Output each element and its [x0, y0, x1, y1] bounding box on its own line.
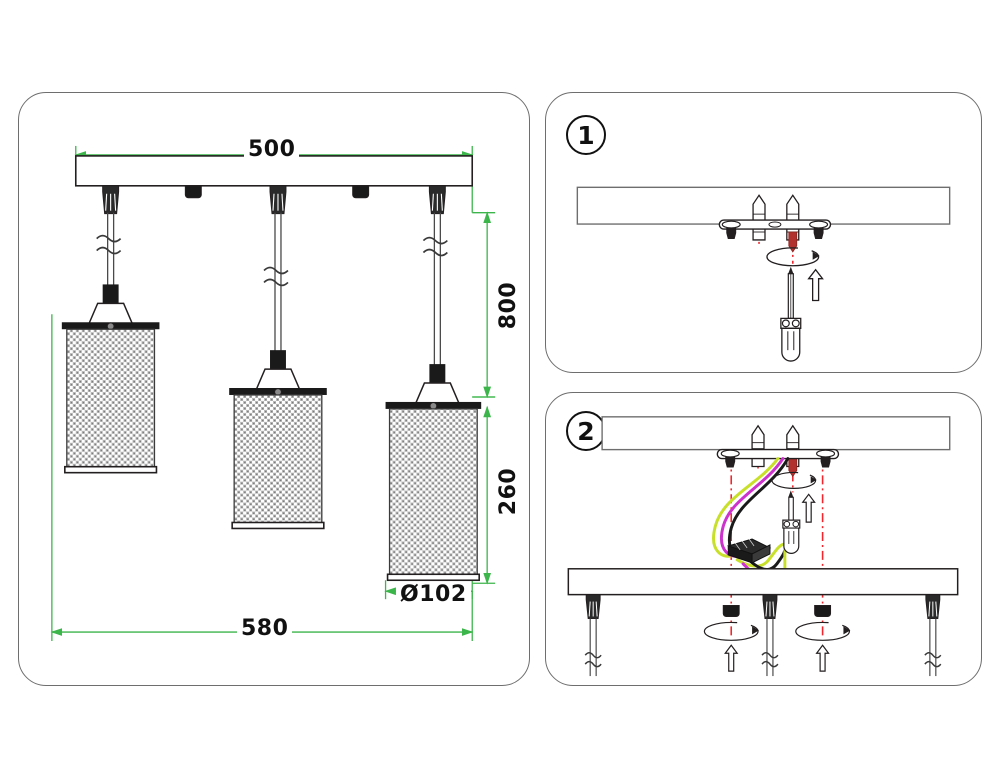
screw: [788, 231, 798, 253]
terminal-block: [726, 538, 772, 564]
mounting-bracket-bar: [718, 219, 832, 239]
bracket-screw-right: [809, 220, 829, 239]
pendant-left: [61, 212, 160, 474]
mount-nuts: [184, 185, 370, 199]
rotation-arrow-left: [703, 621, 760, 641]
screw: [788, 458, 798, 478]
step-2-svg: [567, 416, 959, 677]
up-arrow-left: [724, 644, 739, 672]
thumb-nut-right: [814, 605, 832, 617]
bracket-screw-left: [720, 449, 740, 468]
wire-yellow-green-out: [735, 542, 787, 568]
ceiling-surface: [601, 416, 951, 451]
bracket-screw-right: [816, 449, 836, 468]
dimension-label-260: 260: [496, 463, 522, 520]
screwdriver: [782, 490, 801, 554]
rotation-arrow-right: [795, 621, 851, 641]
rotation-arrow-top: [771, 471, 817, 489]
screwdriver: [780, 266, 802, 362]
rotation-arrow: [766, 247, 820, 267]
step-number-badge-1: 1: [566, 115, 606, 155]
dimension-label-500: 500: [244, 137, 300, 162]
main-drawing-panel: 500 800 260 Ø102 580: [18, 92, 530, 686]
step-1-svg: [576, 186, 951, 362]
wire-yellow-green: [712, 457, 780, 558]
up-arrow-top: [801, 493, 816, 523]
cable-break-symbol: [96, 234, 122, 255]
pendant-middle: [229, 212, 327, 530]
step-2-panel: 2: [545, 392, 982, 686]
wall-anchor-left: [751, 424, 765, 468]
pendant-right: [385, 212, 482, 582]
canopy-plate: [567, 568, 959, 596]
wall-anchor-left: [752, 194, 766, 241]
cable-break-symbol: [422, 236, 448, 257]
up-arrow: [807, 268, 824, 302]
main-drawing-svg: [50, 145, 496, 642]
up-arrow-right: [815, 644, 830, 672]
dimension-label-580: 580: [237, 616, 293, 641]
canopy-cable-grips: [584, 594, 942, 677]
dimension-label-diameter: Ø102: [396, 582, 471, 607]
mounting-bracket-bar: [716, 448, 840, 468]
bracket-screw-left: [721, 220, 741, 239]
dimension-label-800: 800: [496, 277, 522, 334]
step-1-panel: 1: [545, 92, 982, 373]
thumb-nut-left: [722, 605, 740, 617]
cable-grips: [102, 185, 446, 215]
cable-break-symbol: [263, 266, 289, 287]
